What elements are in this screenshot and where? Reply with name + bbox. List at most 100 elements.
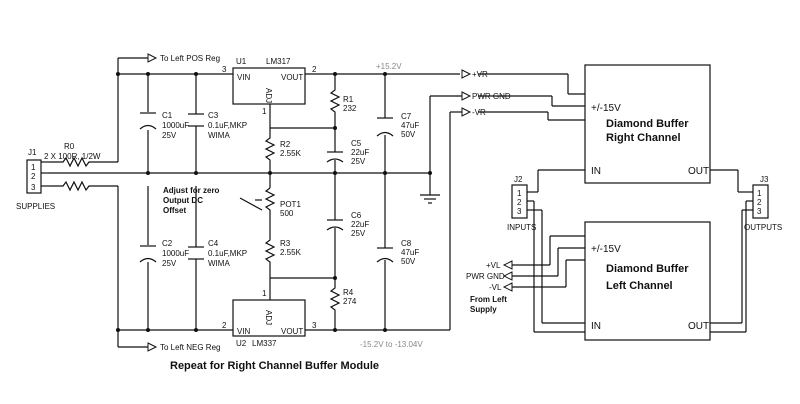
r3-value: 2.55K [280,248,302,257]
right-buffer-box [584,64,711,184]
c7-value2: 50V [401,130,416,139]
c5-label: C5 [351,139,362,148]
footer-note: Repeat for Right Channel Buffer Module [170,360,379,372]
j1-pin3: 3 [31,183,36,192]
r2-value: 2.55K [280,149,302,158]
c8-value2: 50V [401,257,416,266]
adjust-note-line2: Output DC [163,196,203,205]
plus-vr-label: +VR [472,70,488,79]
j3-pin3: 3 [757,207,762,216]
pot1-value: 500 [280,209,294,218]
u2-regulator-box [232,299,306,337]
j2-pin1: 1 [517,189,522,198]
c3-value1: 0.1uF,MKP [208,121,247,130]
r2-label: R2 [280,140,291,149]
c1-value1: 1000uF [162,121,189,130]
c4-value1: 0.1uF,MKP [208,249,247,258]
left-buffer-supply-label: +/-15V [591,244,621,255]
c3-label: C3 [208,111,219,120]
right-buffer-in-label: IN [591,166,601,177]
net-arrows [147,53,513,352]
u2-pin3: 3 [312,321,317,330]
u2-pin2: 2 [222,321,227,330]
u2-vin-label: VIN [237,327,251,336]
wires [26,57,769,348]
labels: To Left POS Reg To Left NEG Reg U1 LM317… [16,54,782,372]
from-left-line1: From Left [470,295,507,304]
c8-value1: 47uF [401,248,419,257]
pot1-resistor [264,187,276,225]
u1-vin-label: VIN [237,73,251,82]
adjust-note-line3: Offset [163,206,186,215]
c6-label: C6 [351,211,362,220]
r0-bottom-resistor [50,180,118,192]
r3-resistor [264,225,276,278]
pwr-gnd-left-label: PWR GND [466,272,505,281]
r1-label: R1 [343,95,354,104]
plus-vl-label: +VL [486,261,501,270]
u1-pin1: 1 [262,107,267,116]
to-left-pos-label: To Left POS Reg [160,54,220,63]
c2-value1: 1000uF [162,249,189,258]
u1-part-label: LM317 [266,57,291,66]
c7-label: C7 [401,112,412,121]
c4-label: C4 [208,239,219,248]
u2-vout-label: VOUT [281,327,303,336]
left-buffer-out-label: OUT [688,321,709,332]
r4-resistor [329,278,341,318]
u1-label: U1 [236,57,247,66]
c1-label: C1 [162,111,173,120]
c5-value1: 22uF [351,148,369,157]
u1-regulator-box [232,67,306,105]
right-buffer-title-1: Diamond Buffer [606,118,689,130]
u1-pin3: 3 [222,65,227,74]
plus-voltage-label: +15.2V [376,62,402,71]
supplies-label: SUPPLIES [16,202,55,211]
c5-value2: 25V [351,157,366,166]
pwr-gnd-label: PWR GND [472,92,511,101]
j1-connector-body [26,159,42,194]
minus-vr-label: -VR [472,108,486,117]
u2-adj-label: ADJ [264,310,273,325]
r0-top-resistor [50,156,118,168]
j3-label: J3 [760,175,769,184]
right-buffer-supply-label: +/-15V [591,103,621,114]
c1-value2: 25V [162,131,177,140]
inputs-label: INPUTS [507,223,536,232]
r1-value: 232 [343,104,357,113]
ground-symbol [420,180,440,204]
j2-label: J2 [514,175,523,184]
c2-label: C2 [162,239,173,248]
left-buffer-title-1: Diamond Buffer [606,263,689,275]
j1-pin1: 1 [31,163,36,172]
c4-value2: WIMA [208,259,230,268]
r0-value: 2 X 100R, 1/2W [44,152,101,161]
adjust-note-line1: Adjust for zero [163,186,220,195]
u1-vout-label: VOUT [281,73,303,82]
c6-value2: 25V [351,229,366,238]
from-left-line2: Supply [470,305,497,314]
r3-label: R3 [280,239,291,248]
j3-pin1: 1 [757,189,762,198]
u2-pin1: 1 [262,289,267,298]
left-buffer-box [584,221,711,341]
r2-resistor [264,128,276,172]
u2-part-label: LM337 [252,339,277,348]
c2-value2: 25V [162,259,177,268]
to-left-neg-label: To Left NEG Reg [160,343,220,352]
j2-pin2: 2 [517,198,522,207]
c8-label: C8 [401,239,412,248]
left-buffer-in-label: IN [591,321,601,332]
c6-value1: 22uF [351,220,369,229]
left-buffer-title-2: Left Channel [606,280,673,292]
r1-resistor [329,85,341,128]
u1-adj-label: ADJ [264,88,273,103]
j2-pin3: 3 [517,207,522,216]
right-buffer-out-label: OUT [688,166,709,177]
r4-value: 274 [343,297,357,306]
r4-label: R4 [343,288,354,297]
c3-value2: WIMA [208,131,230,140]
u2-label: U2 [236,339,247,348]
j3-pin2: 2 [757,198,762,207]
